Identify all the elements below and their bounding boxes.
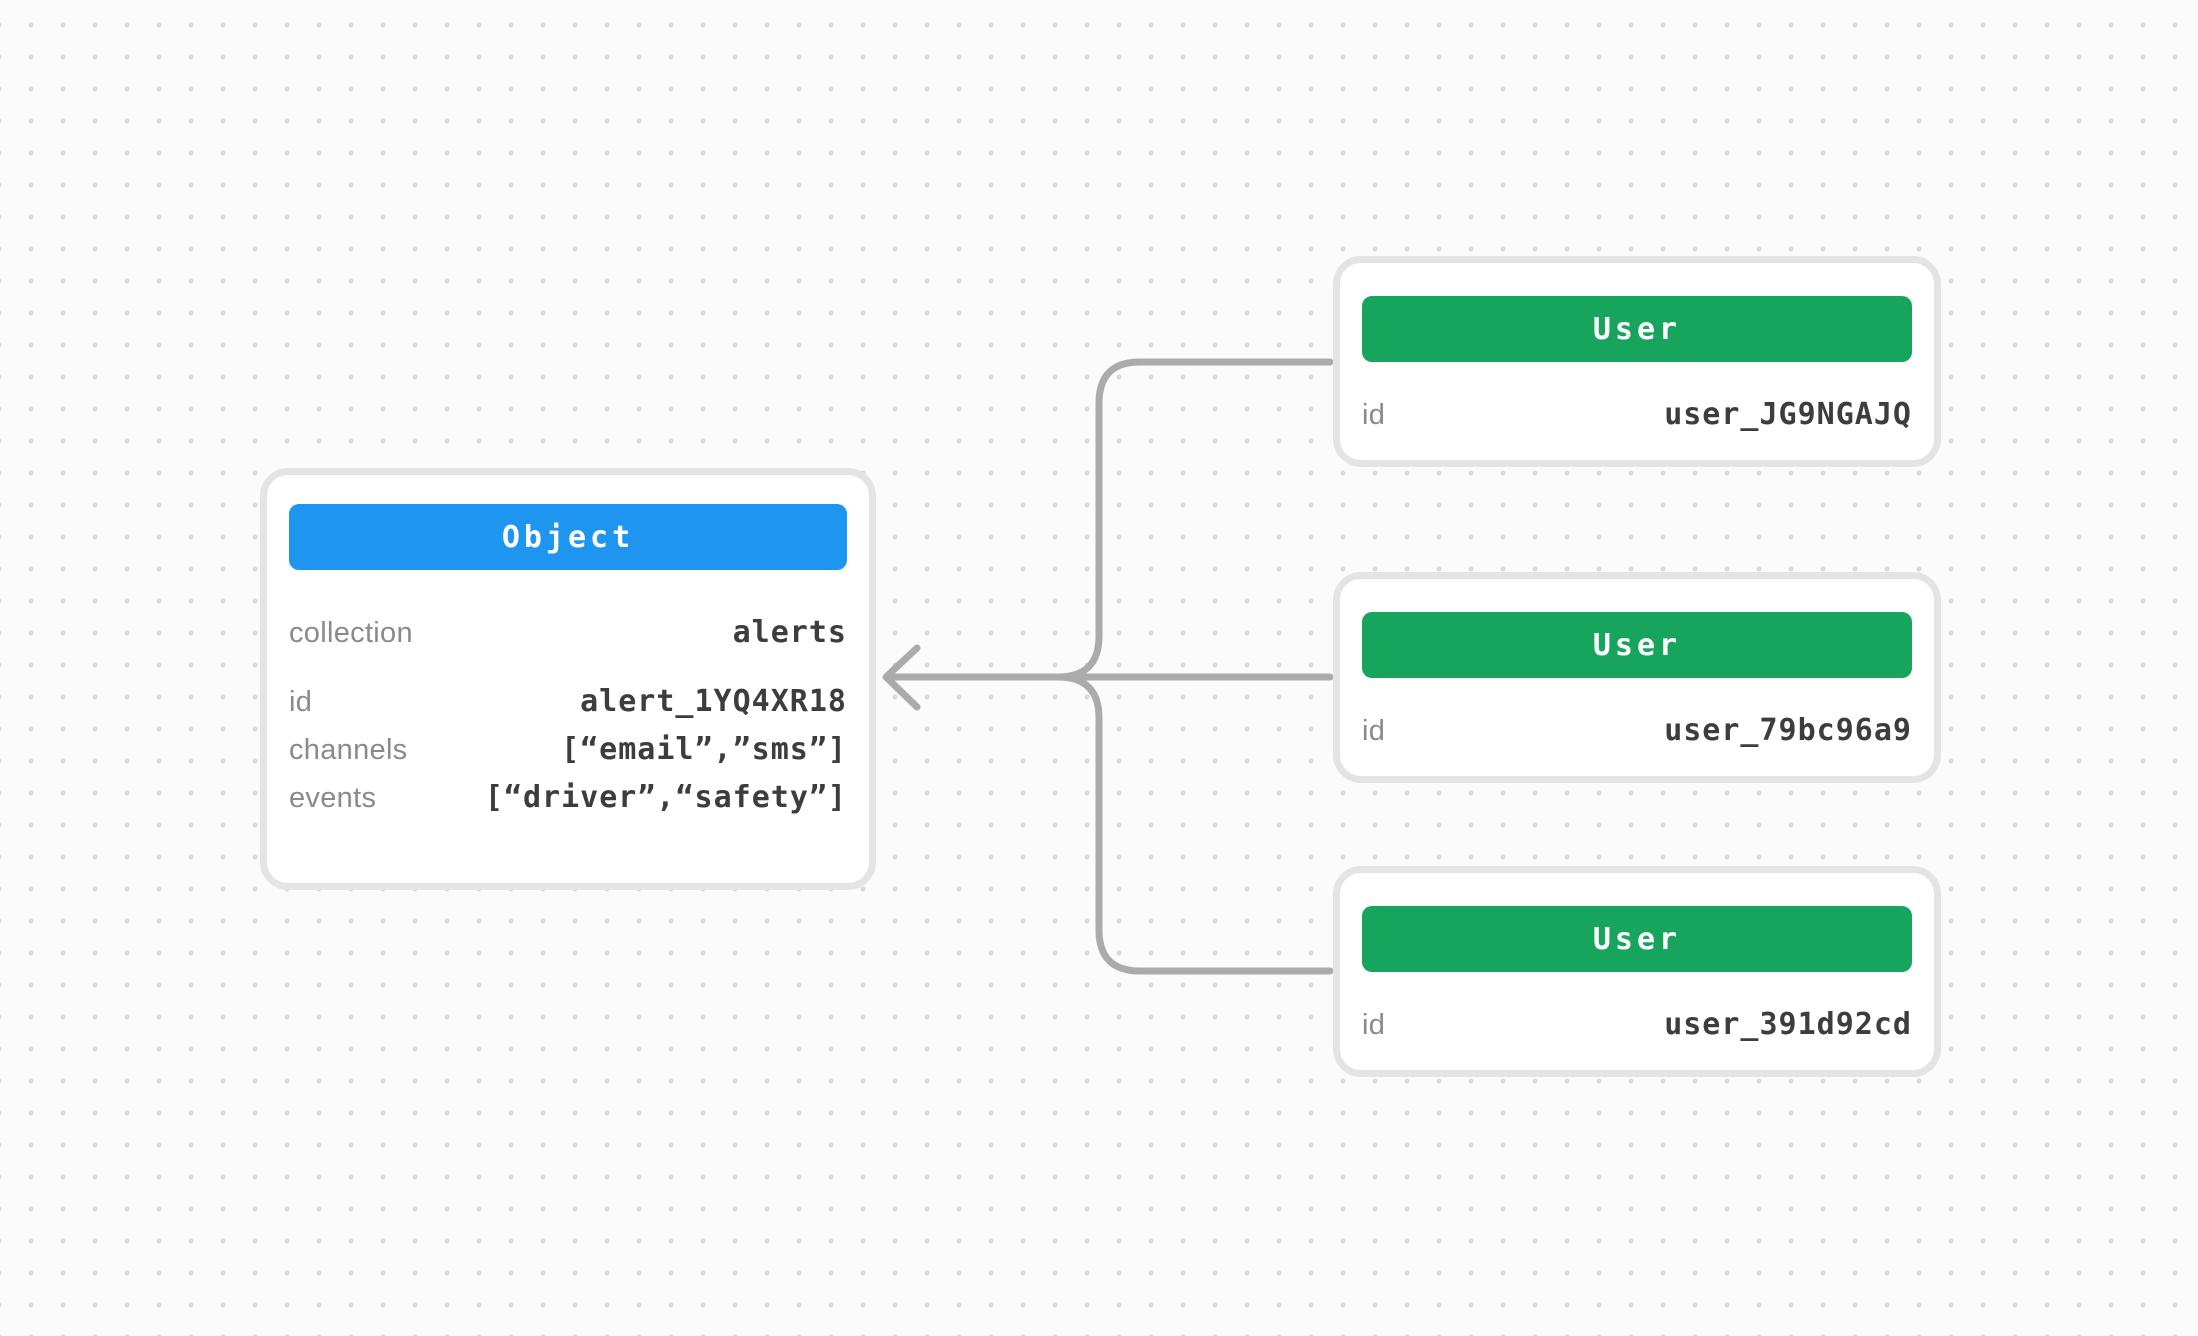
object-field-list: collection alerts id alert_1YQ4XR18 chan… <box>267 570 869 818</box>
field-value: alert_1YQ4XR18 <box>580 684 847 719</box>
arrowhead-icon <box>882 644 921 711</box>
entity-card-user-3[interactable]: User id user_391d92cd <box>1333 866 1941 1077</box>
connector-branch-bottom <box>1054 673 1334 975</box>
field-row-id: id alert_1YQ4XR18 <box>289 682 847 722</box>
entity-card-user-1[interactable]: User id user_JG9NGAJQ <box>1333 256 1941 467</box>
user-card-header: User <box>1362 906 1912 972</box>
field-value: user_391d92cd <box>1664 1007 1912 1042</box>
field-value: [“driver”,“safety”] <box>484 780 847 815</box>
user-card-header: User <box>1362 612 1912 678</box>
user-card-header: User <box>1362 296 1912 362</box>
entity-card-user-2[interactable]: User id user_79bc96a9 <box>1333 572 1941 783</box>
field-label: id <box>1362 715 1386 747</box>
field-row-id: id user_79bc96a9 <box>1362 711 1912 751</box>
field-row-id: id user_391d92cd <box>1362 1005 1912 1045</box>
connector-branch-top <box>1054 358 1334 681</box>
field-value: user_79bc96a9 <box>1664 713 1912 748</box>
field-label: events <box>289 782 377 814</box>
field-value: user_JG9NGAJQ <box>1664 397 1912 432</box>
user-field-list: id user_79bc96a9 <box>1340 678 1934 751</box>
field-value: [“email”,”sms”] <box>561 732 847 767</box>
field-value: alerts <box>732 615 847 650</box>
user-field-list: id user_391d92cd <box>1340 972 1934 1045</box>
field-row-id: id user_JG9NGAJQ <box>1362 395 1912 435</box>
field-label: collection <box>289 617 413 649</box>
user-field-list: id user_JG9NGAJQ <box>1340 362 1934 435</box>
field-row-channels: channels [“email”,”sms”] <box>289 730 847 770</box>
entity-card-object[interactable]: Object collection alerts id alert_1YQ4XR… <box>260 468 876 890</box>
object-card-header: Object <box>289 504 847 570</box>
field-label: id <box>1362 399 1386 431</box>
field-label: id <box>289 686 313 718</box>
field-row-events: events [“driver”,“safety”] <box>289 778 847 818</box>
field-label: channels <box>289 734 408 766</box>
field-row-collection: collection alerts <box>289 613 847 653</box>
field-label: id <box>1362 1009 1386 1041</box>
